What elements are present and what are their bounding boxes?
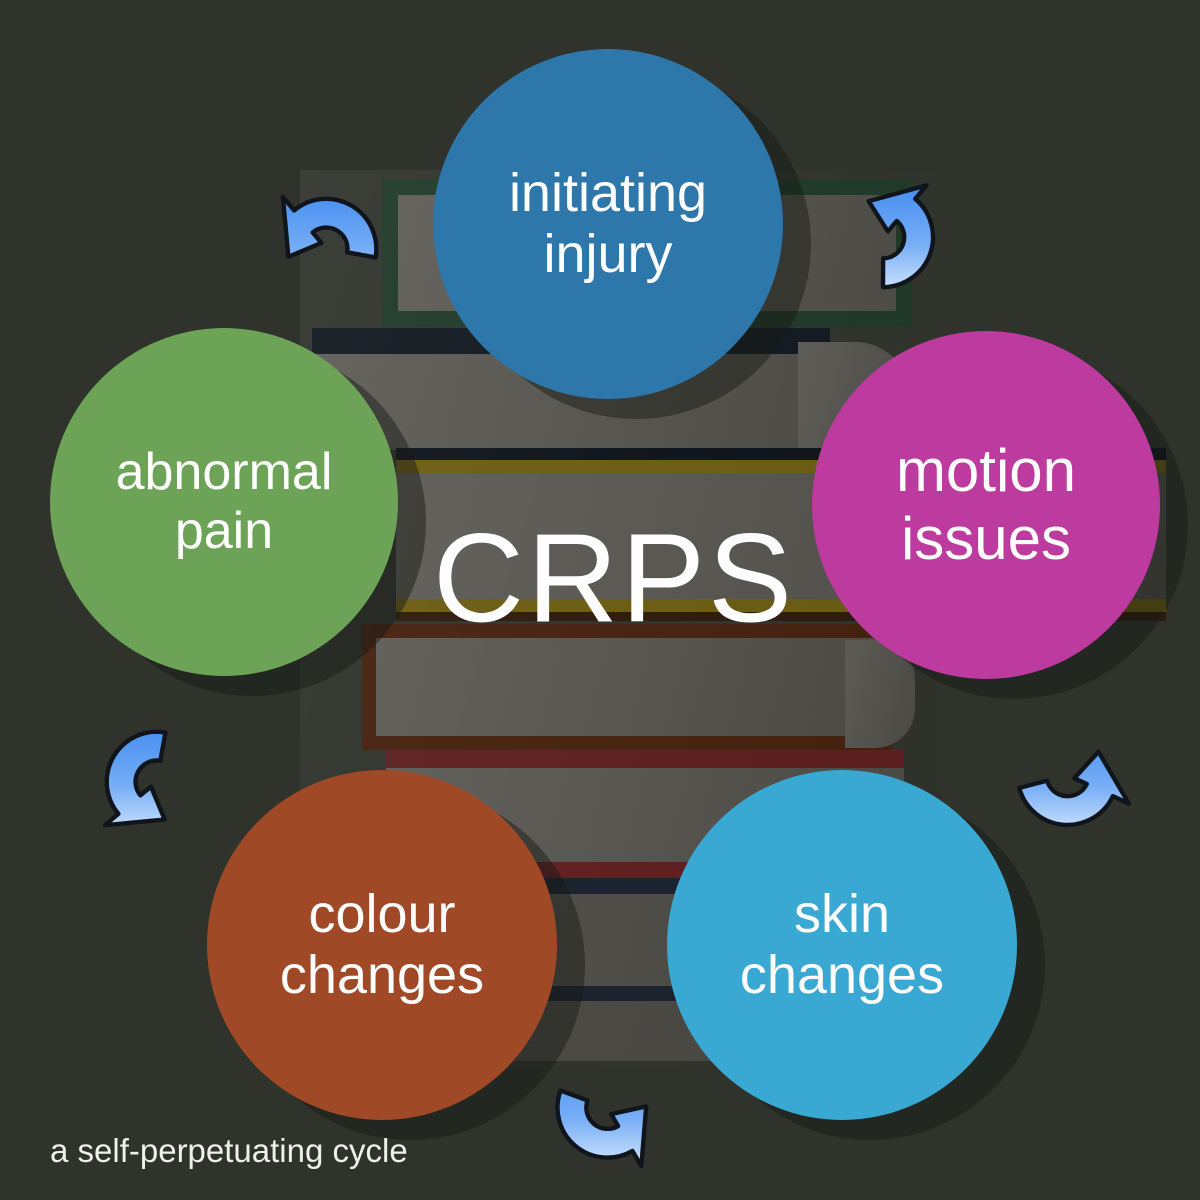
cycle-arrow-pain-to-colour-icon	[102, 729, 168, 828]
caption: a self-perpetuating cycle	[50, 1132, 408, 1169]
node-skin-changes: skin changes	[667, 770, 1017, 1120]
node-label: motion issues	[895, 437, 1077, 572]
cycle-arrow-motion-to-injury-icon	[866, 183, 936, 290]
node-colour-changes: colour changes	[207, 770, 557, 1120]
node-label: initiating injury	[508, 162, 708, 284]
cycle-arrow-injury-to-pain-icon	[280, 194, 379, 260]
node-motion-issues: motion issues	[812, 331, 1160, 679]
center-title: CRPS	[432, 507, 796, 649]
node-abnormal-pain: abnormal pain	[50, 328, 398, 676]
node-label: abnormal pain	[115, 443, 333, 560]
book-red-top	[386, 750, 904, 768]
book-brown	[362, 624, 892, 750]
node-label: colour changes	[279, 883, 485, 1005]
node-initiating-injury: initiating injury	[433, 49, 783, 399]
cycle-arrow-colour-to-skin-icon	[555, 1088, 649, 1169]
cycle-arrow-skin-to-motion-icon	[1017, 749, 1131, 828]
book-brown-line	[396, 612, 1166, 621]
node-label: skin changes	[739, 883, 945, 1005]
book-brown-pages	[376, 638, 878, 736]
